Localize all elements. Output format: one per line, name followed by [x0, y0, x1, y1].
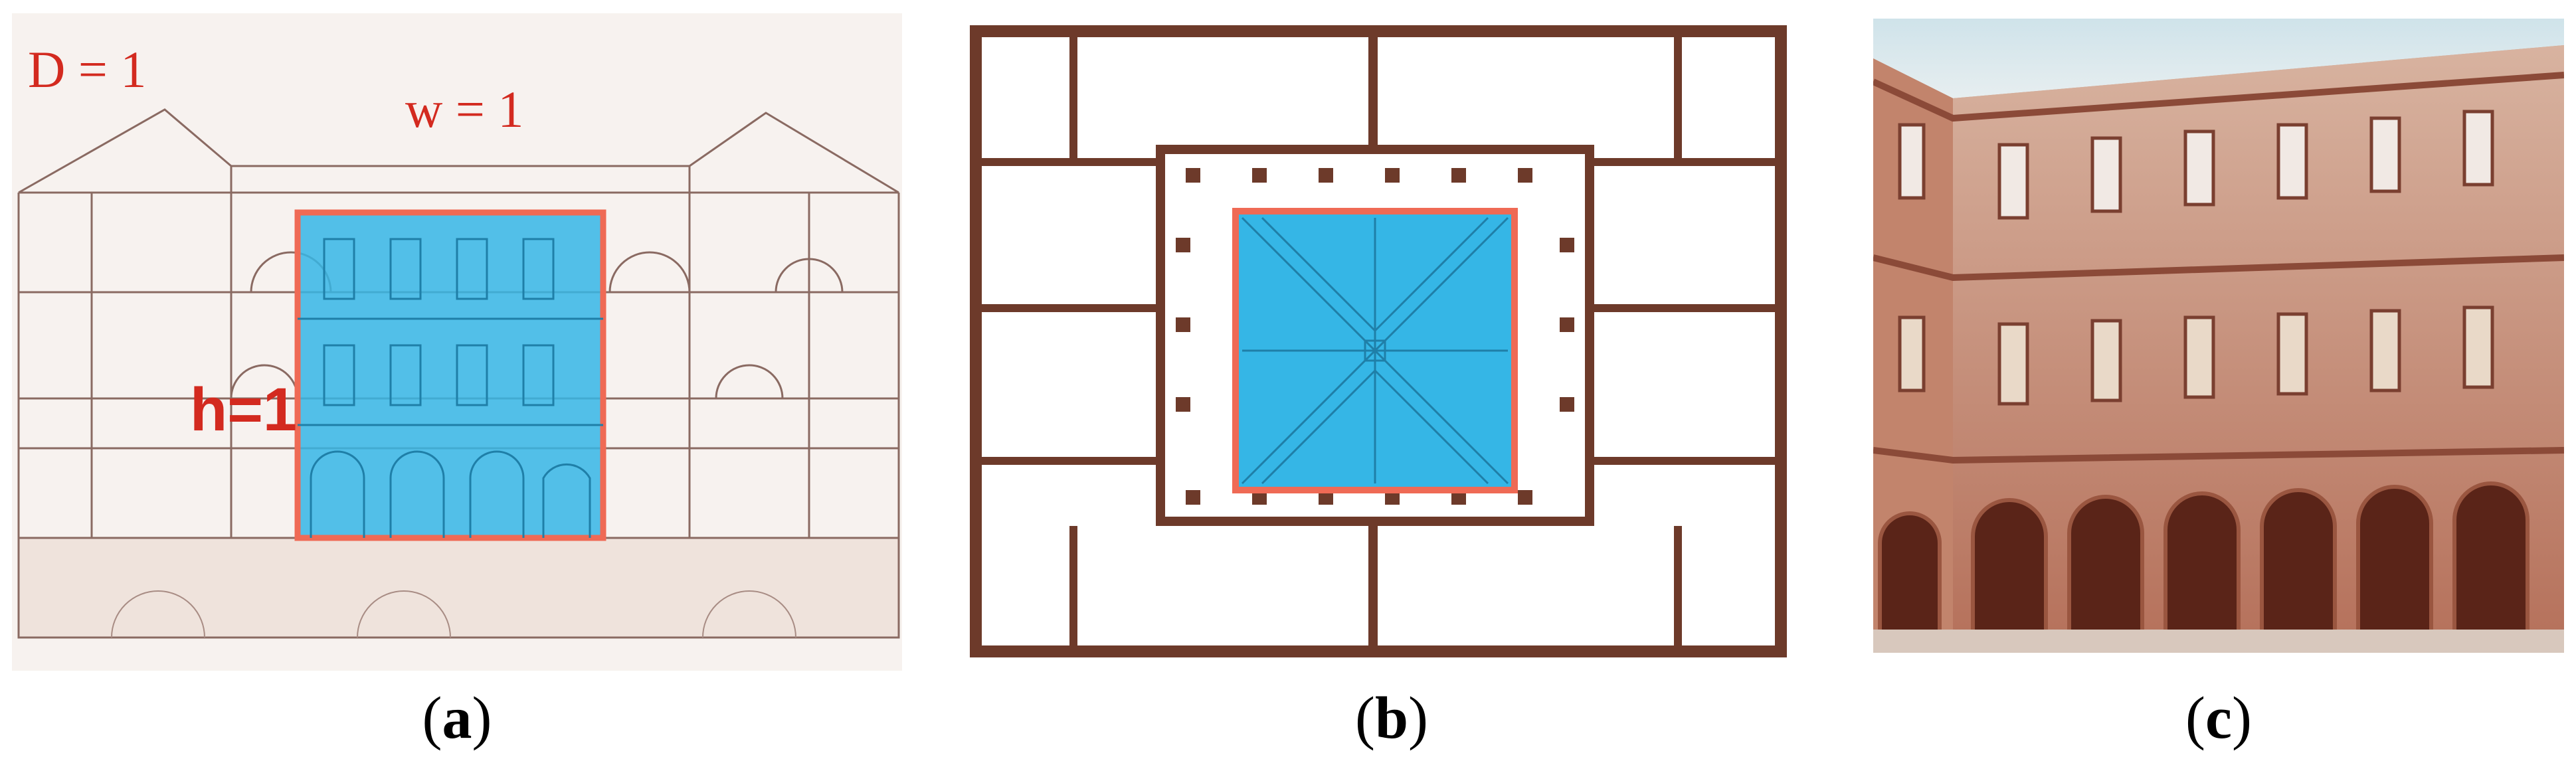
caption-c: (c) — [2185, 685, 2252, 751]
caption-a: (a) — [422, 685, 492, 751]
floor-plan-panel — [957, 25, 1800, 657]
courtyard-volume-highlight — [294, 209, 606, 541]
courtyard-photo-panel — [1873, 19, 2564, 653]
width-label: w = 1 — [405, 80, 524, 138]
depth-label: D = 1 — [28, 41, 147, 98]
floor-plan — [970, 25, 1787, 657]
caption-b: (b) — [1354, 685, 1429, 751]
section-drawing-panel: D = 1 w = 1 h=1 — [12, 13, 902, 671]
courtyard-photo — [1873, 19, 2564, 653]
section-drawing — [17, 108, 900, 639]
height-label: h=1 — [190, 376, 298, 444]
